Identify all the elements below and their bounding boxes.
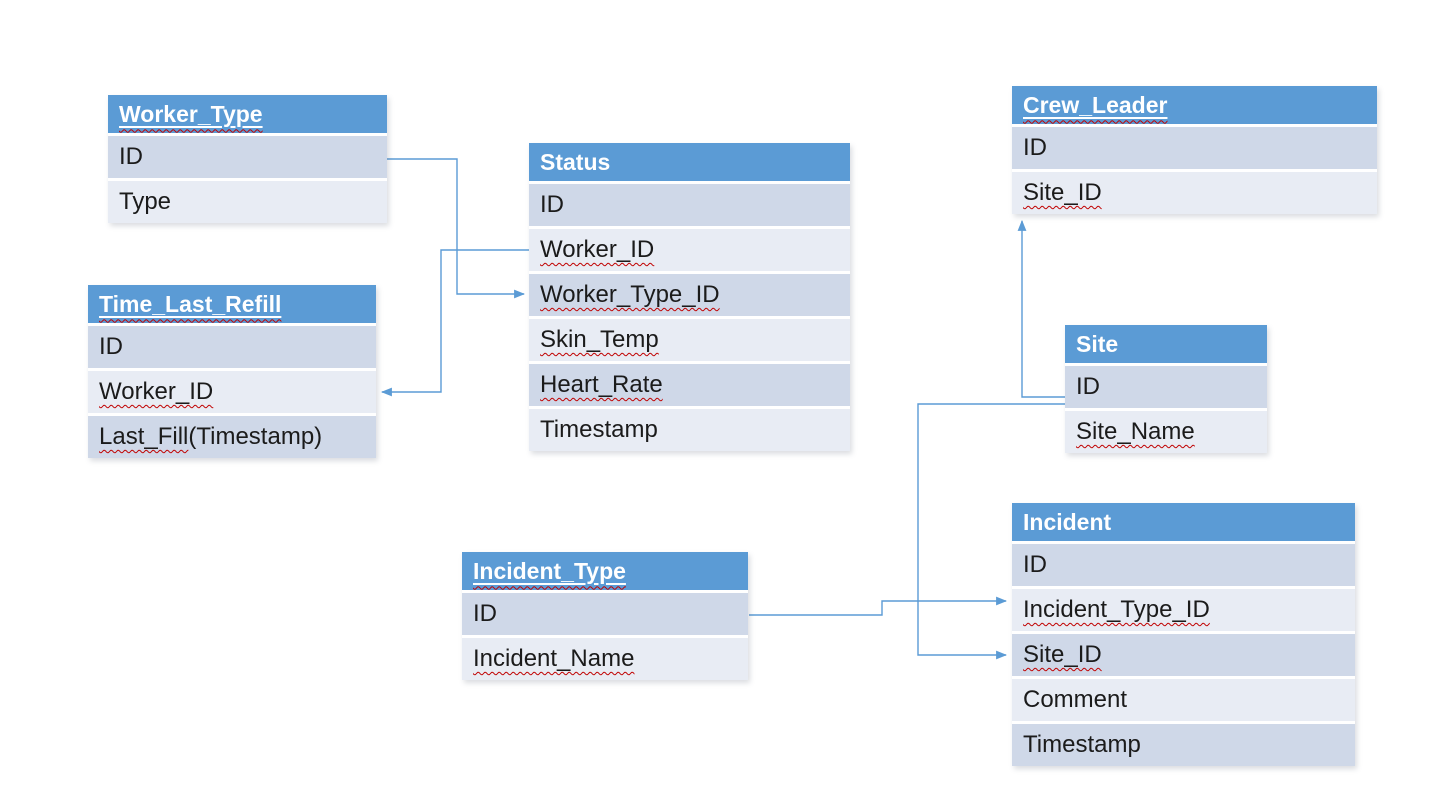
table-worker-type: Worker_Type ID Type [108, 95, 387, 223]
connector-worker-type-id-to-status-worker-type-id [387, 158, 526, 299]
table-header-incident: Incident [1012, 503, 1355, 541]
table-header-status: Status [529, 143, 850, 181]
table-title: Time_Last_Refill [99, 290, 282, 317]
table-row: Incident_Type_ID [1012, 589, 1355, 631]
table-title: Incident_Type [473, 557, 626, 584]
table-row: Last_Fill (Timestamp) [88, 416, 376, 458]
table-row: Site_Name [1065, 411, 1267, 453]
table-header-crew-leader: Crew_Leader [1012, 86, 1377, 124]
table-time-last-refill: Time_Last_Refill ID Worker_ID Last_Fill … [88, 285, 376, 458]
table-header-site: Site [1065, 325, 1267, 363]
connector-status-worker-id-to-time-last-refill-worker-id [380, 249, 529, 397]
table-row: Timestamp [529, 409, 850, 451]
table-row: ID [462, 593, 748, 635]
table-incident: Incident ID Incident_Type_ID Site_ID Com… [1012, 503, 1355, 766]
table-site: Site ID Site_Name [1065, 325, 1267, 453]
connector-site-id-to-crew-leader-site-id [1017, 219, 1065, 398]
table-row: Worker_Type_ID [529, 274, 850, 316]
table-header-time-last-refill: Time_Last_Refill [88, 285, 376, 323]
table-row: Timestamp [1012, 724, 1355, 766]
table-header-incident-type: Incident_Type [462, 552, 748, 590]
table-title: Worker_Type [119, 100, 263, 127]
table-row: ID [1065, 366, 1267, 408]
table-row: ID [529, 184, 850, 226]
table-title: Site [1076, 330, 1119, 357]
table-status: Status ID Worker_ID Worker_Type_ID Skin_… [529, 143, 850, 451]
table-row: ID [1012, 127, 1377, 169]
table-row: Comment [1012, 679, 1355, 721]
table-row: Site_ID [1012, 634, 1355, 676]
table-header-worker-type: Worker_Type [108, 95, 387, 133]
connector-incident-type-id-to-incident-incident-type-id [749, 596, 1008, 616]
table-row: Incident_Name [462, 638, 748, 680]
table-crew-leader: Crew_Leader ID Site_ID [1012, 86, 1377, 214]
table-row: Site_ID [1012, 172, 1377, 214]
table-row: Type [108, 181, 387, 223]
table-incident-type: Incident_Type ID Incident_Name [462, 552, 748, 680]
table-row: ID [108, 136, 387, 178]
table-row: Worker_ID [529, 229, 850, 271]
table-title: Crew_Leader [1023, 91, 1168, 118]
table-title: Incident [1023, 508, 1112, 535]
table-row: ID [1012, 544, 1355, 586]
table-row: Skin_Temp [529, 319, 850, 361]
table-row: Heart_Rate [529, 364, 850, 406]
table-row: ID [88, 326, 376, 368]
table-title: Status [540, 148, 611, 175]
table-row: Worker_ID [88, 371, 376, 413]
